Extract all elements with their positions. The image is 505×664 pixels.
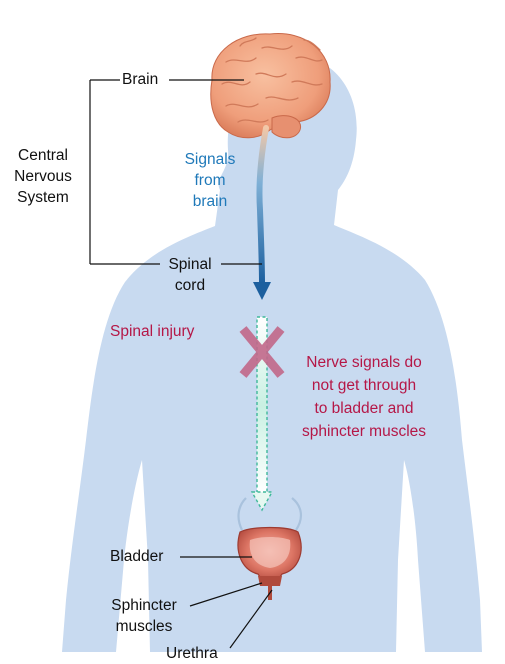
blocked-signal-arrowhead [250,491,274,512]
cns-line: Nervous [14,168,72,185]
brain [210,33,331,139]
nerve-signals-line: not get through [311,377,417,394]
spinal-cord-signal-path [256,125,269,287]
cerebellum [271,115,302,139]
label-nerve-signals-blocked: Nerve signals do not get through to blad… [286,351,442,443]
sphincter-line: Sphincter [111,597,177,614]
signals-line: Signals [184,151,236,168]
signals-line: brain [192,193,228,210]
injury-x-mark [239,326,285,378]
signal-arrowhead [253,282,271,300]
body-silhouette [62,56,482,652]
signals-line: from [194,172,226,189]
bladder-inner [249,537,291,568]
label-sphincter-muscles: Sphincter muscles [100,595,188,637]
label-brain: Brain [122,71,159,88]
spinal-cord-line: cord [174,277,206,294]
cns-line: Central [18,147,68,164]
left-ureter [237,497,247,531]
label-bladder: Bladder [110,548,164,565]
sphincter-line: muscles [115,618,173,635]
label-signals-from-brain: Signals from brain [172,149,248,212]
leader-lines [89,79,273,649]
nerve-signals-line: to bladder and [314,400,414,417]
right-ureter [291,497,302,531]
label-spinal-cord: Spinal cord [158,254,222,296]
label-spinal-injury: Spinal injury [110,323,195,340]
spinal-cord-line: Spinal [168,256,212,273]
blocked-signal-shaft [256,316,268,495]
brain-folds [221,37,323,123]
label-urethra: Urethra [166,645,218,662]
nerve-signals-line: sphincter muscles [301,423,427,440]
sphincter [258,576,282,586]
label-central-nervous-system: Central Nervous System [2,145,84,208]
nerve-signals-line: Nerve signals do [306,354,422,371]
cns-line: System [17,189,69,206]
